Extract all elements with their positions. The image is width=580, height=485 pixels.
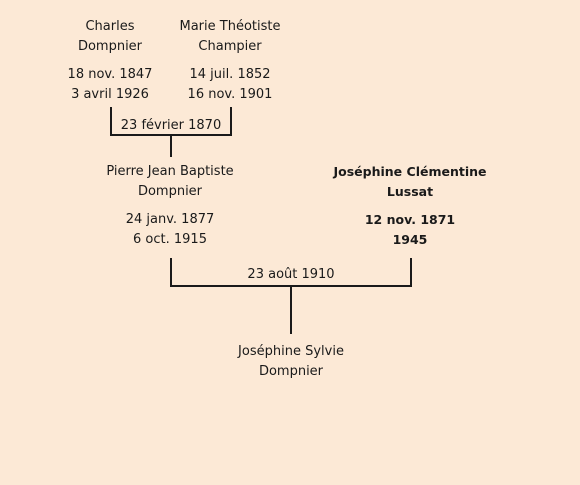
person-charles-dompnier[interactable]: Charles Dompnier 18 nov. 1847 3 avril 19… bbox=[60, 17, 160, 105]
first-name: Charles bbox=[85, 19, 135, 34]
last-name: Dompnier bbox=[258, 364, 324, 379]
marriage-date: 23 août 1910 bbox=[247, 267, 335, 282]
last-name: Champier bbox=[198, 39, 262, 54]
connector-horizontal bbox=[110, 134, 232, 136]
death-date: 16 nov. 1901 bbox=[187, 87, 273, 102]
first-name: Joséphine Clémentine bbox=[333, 164, 487, 179]
life-dates: 24 janv. 1877 6 oct. 1915 bbox=[95, 210, 245, 250]
life-dates: 14 juil. 1852 16 nov. 1901 bbox=[170, 65, 290, 105]
person-josephine-sylvie-dompnier[interactable]: Joséphine Sylvie Dompnier bbox=[216, 342, 366, 382]
first-name: Pierre Jean Baptiste bbox=[106, 164, 234, 179]
connector-right-vertical bbox=[230, 107, 232, 136]
connector-left-vertical bbox=[170, 258, 172, 287]
person-marie-theotiste-champier[interactable]: Marie Théotiste Champier 14 juil. 1852 1… bbox=[170, 17, 290, 105]
marriage-date: 23 février 1870 bbox=[120, 118, 222, 133]
birth-date: 12 nov. 1871 bbox=[364, 212, 456, 227]
death-date: 1945 bbox=[392, 232, 428, 247]
last-name: Dompnier bbox=[137, 184, 203, 199]
first-name: Joséphine Sylvie bbox=[238, 344, 344, 359]
connector-horizontal bbox=[170, 285, 412, 287]
last-name: Dompnier bbox=[77, 39, 143, 54]
person-josephine-clementine-lussat[interactable]: Joséphine Clémentine Lussat 12 nov. 1871… bbox=[325, 162, 495, 250]
death-date: 6 oct. 1915 bbox=[133, 232, 207, 247]
connector-right-vertical bbox=[410, 258, 412, 287]
life-dates: 18 nov. 1847 3 avril 1926 bbox=[60, 65, 160, 105]
last-name: Lussat bbox=[386, 184, 434, 199]
connector-left-vertical bbox=[110, 107, 112, 136]
life-dates: 12 nov. 1871 1945 bbox=[325, 210, 495, 250]
birth-date: 14 juil. 1852 bbox=[189, 67, 271, 82]
birth-date: 18 nov. 1847 bbox=[67, 67, 153, 82]
connector-descent bbox=[290, 287, 292, 334]
first-name: Marie Théotiste bbox=[179, 19, 281, 34]
birth-date: 24 janv. 1877 bbox=[125, 212, 215, 227]
death-date: 3 avril 1926 bbox=[71, 87, 149, 102]
connector-descent bbox=[170, 136, 172, 157]
person-pierre-jean-baptiste-dompnier[interactable]: Pierre Jean Baptiste Dompnier 24 janv. 1… bbox=[95, 162, 245, 250]
